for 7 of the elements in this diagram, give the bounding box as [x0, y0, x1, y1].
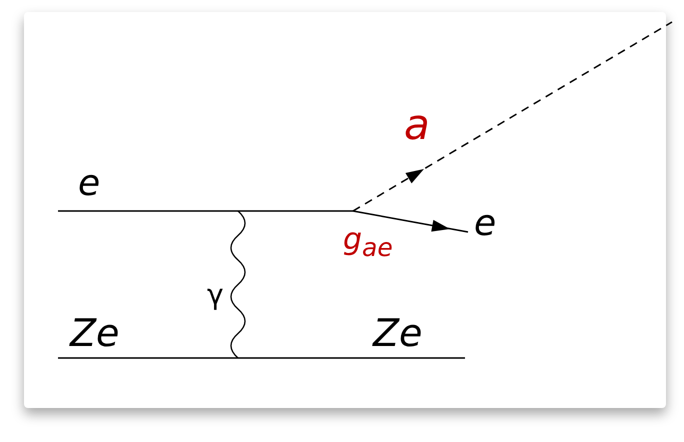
particle-label: e: [474, 206, 496, 242]
particle-label: Ze: [373, 314, 422, 352]
particle-label: γ: [207, 281, 224, 309]
particle-label: a: [404, 104, 430, 146]
particle-label: Ze: [70, 314, 120, 352]
particle-label: e: [78, 166, 100, 202]
coupling-label: g$_{ae}$: [343, 225, 393, 260]
